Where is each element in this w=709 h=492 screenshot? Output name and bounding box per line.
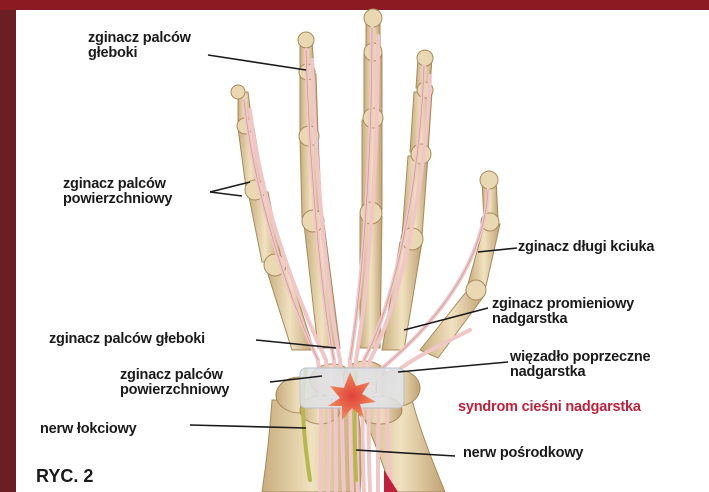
figure-number-text: RYC. 2 [36,466,93,486]
label-fdp-top-line1: zginacz palców [88,31,191,46]
label-retinaculum-line1: więzadło poprzeczne [510,350,650,365]
label-median-text: nerw pośrodkowy [463,445,583,461]
label-fdp-mid: zginacz palców głeboki [49,332,205,347]
label-fds-mid: zginacz palców powierzchniowy [120,368,229,398]
label-retinaculum-line2: nadgarstka [510,365,650,380]
label-fds-mid-line2: powierzchniowy [120,383,229,398]
label-fds-mid-line1: zginacz palców [120,368,229,383]
label-fcr: zginacz promieniowy nadgarstka [492,297,634,327]
label-median-nerve: nerw pośrodkowy [463,446,583,461]
label-fdp-mid-text: zginacz palców głeboki [49,331,205,347]
label-ulnar-nerve: nerw łokciowy [40,422,137,437]
label-fcr-line1: zginacz promieniowy [492,297,634,312]
label-ulnar-text: nerw łokciowy [40,421,137,437]
figure-number: RYC. 2 [36,466,93,487]
label-fds-left-line2: powierzchniowy [63,192,172,207]
label-fdp-top: zginacz palców głeboki [88,31,191,61]
label-fpl-text: zginacz długi kciuka [518,239,654,255]
label-syndrome-text: syndrom cieśni nadgarstka [458,399,641,415]
label-fdp-top-line2: głeboki [88,46,191,61]
label-retinaculum: więzadło poprzeczne nadgarstka [510,350,650,380]
label-fcr-line2: nadgarstka [492,312,634,327]
label-fds-left-line1: zginacz palców [63,177,172,192]
label-fds-left: zginacz palców powierzchniowy [63,177,172,207]
label-syndrome: syndrom cieśni nadgarstka [458,400,641,415]
label-fpl: zginacz długi kciuka [518,240,654,255]
